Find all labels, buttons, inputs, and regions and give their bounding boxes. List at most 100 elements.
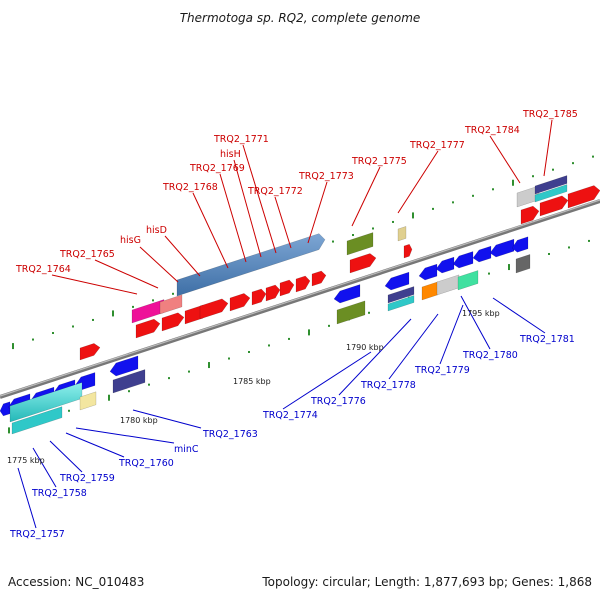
gene-feature[interactable] xyxy=(515,254,531,274)
gene-feature[interactable] xyxy=(0,401,11,417)
reverse-gene-label[interactable]: TRQ2_1760 xyxy=(118,458,174,469)
reverse-gene-label[interactable]: TRQ2_1763 xyxy=(202,429,258,440)
gene-feature[interactable] xyxy=(397,226,407,242)
forward-gene-label[interactable]: TRQ2_1769 xyxy=(189,163,245,174)
reverse-label-connector xyxy=(492,297,546,334)
gene-feature[interactable] xyxy=(511,236,529,253)
reverse-gene-label[interactable]: TRQ2_1776 xyxy=(310,396,366,407)
forward-gene-label[interactable]: TRQ2_1775 xyxy=(351,156,407,167)
gene-feature[interactable] xyxy=(520,205,540,225)
forward-gene-label[interactable]: TRQ2_1785 xyxy=(522,109,578,120)
forward-label-connector xyxy=(274,196,292,249)
genome-summary-text: Topology: circular; Length: 1,877,693 bp… xyxy=(261,575,592,589)
reverse-gene-label[interactable]: TRQ2_1781 xyxy=(519,334,575,345)
gene-feature[interactable] xyxy=(333,284,361,304)
gene-feature[interactable] xyxy=(457,270,479,291)
gc-dot xyxy=(92,318,94,321)
gene-feature[interactable] xyxy=(421,281,439,301)
gene-feature[interactable] xyxy=(534,175,568,195)
forward-gene-label[interactable]: TRQ2_1771 xyxy=(213,134,269,145)
gene-feature[interactable] xyxy=(418,263,438,281)
forward-label-connector xyxy=(233,159,262,258)
gc-dot xyxy=(548,252,550,255)
gene-feature[interactable] xyxy=(159,294,183,315)
forward-gene-label[interactable]: TRQ2_1777 xyxy=(409,140,465,151)
gc-dot xyxy=(592,155,594,158)
gene-feature[interactable] xyxy=(452,251,474,269)
tick-label-1795: 1795 kbp xyxy=(462,309,500,318)
reverse-gene-label[interactable]: TRQ2_1757 xyxy=(9,529,65,540)
forward-label-connector xyxy=(94,259,159,289)
gene-feature[interactable] xyxy=(387,295,415,312)
forward-gene-label[interactable]: TRQ2_1768 xyxy=(162,182,218,193)
reverse-gene-label[interactable]: TRQ2_1759 xyxy=(59,473,115,484)
forward-gene-label[interactable]: TRQ2_1772 xyxy=(247,186,303,197)
gene-labels: TRQ2_1764TRQ2_1765hisGhisDTRQ2_1768TRQ2_… xyxy=(9,109,578,540)
forward-gene-label[interactable]: TRQ2_1764 xyxy=(15,264,71,275)
reverse-gene-label[interactable]: TRQ2_1778 xyxy=(360,380,416,391)
gc-dot xyxy=(132,305,134,308)
gene-feature[interactable] xyxy=(251,288,267,306)
gc-dot xyxy=(588,239,590,242)
forward-gene-label[interactable]: hisD xyxy=(146,225,167,236)
gene-feature[interactable] xyxy=(534,184,568,203)
reverse-label-connector xyxy=(388,313,439,380)
reverse-gene-label[interactable]: TRQ2_1774 xyxy=(262,410,318,421)
gc-dot xyxy=(512,179,514,186)
gc-dot xyxy=(552,168,554,171)
forward-gene-label[interactable]: hisG xyxy=(120,235,141,246)
reverse-label-connector xyxy=(439,304,464,365)
forward-label-connector xyxy=(543,119,553,177)
gc-dot xyxy=(8,427,10,434)
reverse-label-connector xyxy=(338,318,412,396)
gene-feature[interactable] xyxy=(112,369,146,394)
gene-feature[interactable] xyxy=(435,256,455,274)
reverse-label-connector xyxy=(17,467,37,529)
gene-feature[interactable] xyxy=(472,245,492,263)
reverse-gene-label[interactable]: TRQ2_1780 xyxy=(462,350,518,361)
gene-feature[interactable] xyxy=(161,312,185,332)
gc-dot xyxy=(412,212,414,219)
gene-feature[interactable] xyxy=(387,286,415,304)
gene-feature[interactable] xyxy=(265,284,281,302)
reverse-gene-label[interactable]: minC xyxy=(174,444,199,455)
gene-feature[interactable] xyxy=(403,243,413,259)
gene-feature[interactable] xyxy=(539,195,569,217)
gene-feature[interactable] xyxy=(384,271,410,291)
forward-gene-label[interactable]: TRQ2_1765 xyxy=(59,249,115,260)
reverse-label-connector xyxy=(75,427,175,444)
forward-gene-label[interactable]: TRQ2_1784 xyxy=(464,125,520,136)
gene-feature[interactable] xyxy=(567,185,600,209)
gene-feature[interactable] xyxy=(349,253,377,274)
genome-backbone-highlight xyxy=(0,199,600,397)
gc-dot xyxy=(372,227,374,230)
gc-dot xyxy=(108,394,110,401)
forward-label-connector xyxy=(219,173,247,263)
gene-feature[interactable] xyxy=(79,343,101,361)
forward-gene-label[interactable]: hisH xyxy=(220,149,241,160)
reverse-gene-label[interactable]: TRQ2_1779 xyxy=(414,365,470,376)
gene-feature[interactable] xyxy=(436,274,460,296)
gene-feature[interactable] xyxy=(131,299,165,324)
gene-feature[interactable] xyxy=(176,233,326,297)
forward-gene-label[interactable]: TRQ2_1773 xyxy=(298,171,354,182)
gene-feature[interactable] xyxy=(11,406,63,435)
gene-feature[interactable] xyxy=(109,355,139,377)
gc-dot xyxy=(352,234,354,237)
gene-feature[interactable] xyxy=(199,298,229,320)
reverse-gene-label[interactable]: TRQ2_1758 xyxy=(31,488,87,499)
gc-dot xyxy=(268,344,270,347)
gene-feature[interactable] xyxy=(295,275,311,293)
gene-feature[interactable] xyxy=(336,300,366,325)
gene-feature[interactable] xyxy=(311,270,327,287)
gene-feature[interactable] xyxy=(229,293,251,312)
reverse-label-connector xyxy=(460,295,491,350)
gene-feature[interactable] xyxy=(135,318,161,339)
gc-dot xyxy=(112,310,114,317)
gene-feature[interactable] xyxy=(346,232,374,256)
reverse-label-connector xyxy=(65,432,125,458)
gene-feature[interactable] xyxy=(489,238,515,258)
gene-feature[interactable] xyxy=(279,279,295,297)
gc-dot xyxy=(228,357,230,360)
gene-feature[interactable] xyxy=(79,391,97,411)
